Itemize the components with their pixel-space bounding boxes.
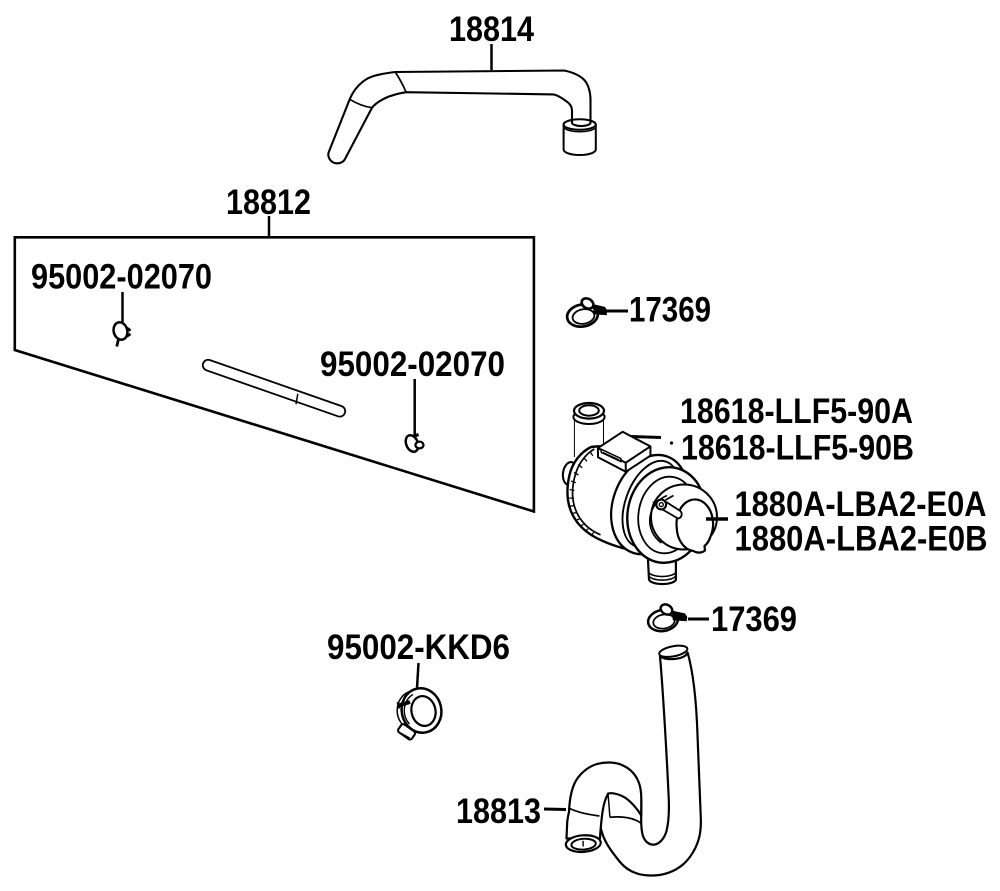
svg-text:18813: 18813 — [456, 792, 541, 831]
svg-text:17369: 17369 — [711, 600, 797, 639]
svg-text:18618-LLF5-90A: 18618-LLF5-90A — [680, 392, 913, 431]
svg-text:95002-02070: 95002-02070 — [31, 258, 212, 297]
svg-text:18814: 18814 — [449, 10, 534, 49]
svg-text:95002-02070: 95002-02070 — [320, 345, 505, 384]
svg-text:18812: 18812 — [226, 183, 311, 222]
svg-text:1880A-LBA2-E0A: 1880A-LBA2-E0A — [735, 485, 987, 524]
svg-text:18618-LLF5-90B: 18618-LLF5-90B — [681, 429, 914, 468]
svg-text:1880A-LBA2-E0B: 1880A-LBA2-E0B — [735, 520, 988, 559]
svg-text:17369: 17369 — [629, 291, 711, 330]
svg-text:95002-KKD6: 95002-KKD6 — [327, 628, 510, 667]
